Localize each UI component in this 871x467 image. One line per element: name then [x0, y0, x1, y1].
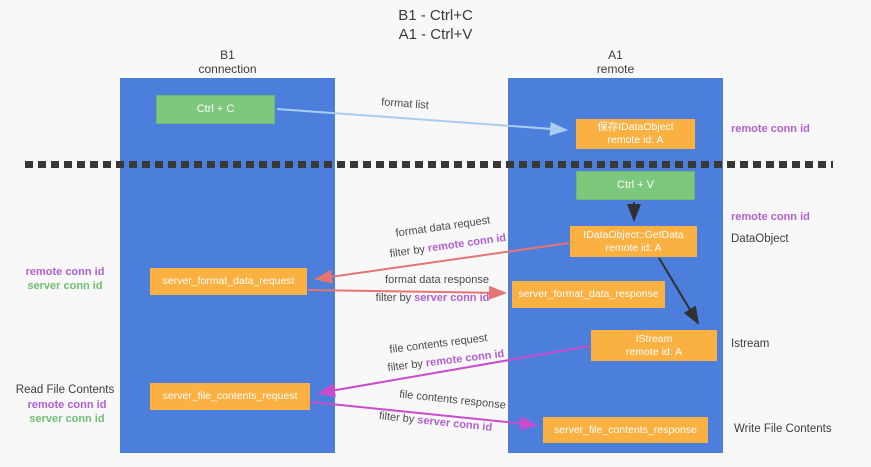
save-dataobject-line2: remote id: A [607, 134, 664, 146]
dataobject-label: DataObject [731, 233, 789, 245]
lane-header-b1: B1 connection [120, 48, 335, 76]
title-line-2: A1 - Ctrl+V [398, 26, 473, 43]
format-data-response-filter-label: filter by server conn id [370, 292, 495, 305]
lane-a1-name: A1 [608, 48, 623, 62]
server-file-contents-request-box: server_file_contents_request [150, 383, 310, 410]
server-conn-id-highlight: server conn id [416, 414, 493, 434]
read-file-contents-label: Read File Contents [15, 384, 115, 396]
remote-conn-id-highlight: remote conn id [427, 231, 507, 255]
left-conn-id-group-1: remote conn id server conn id [12, 265, 118, 293]
server-file-contents-request-label: server_file_contents_request [162, 390, 298, 402]
file-contents-response-label: file contents response [398, 388, 507, 412]
filter-prefix: filter by [388, 242, 429, 261]
filter-prefix: filter by [386, 357, 427, 375]
diagram-title: B1 - Ctrl+C A1 - Ctrl+V [0, 6, 871, 44]
istream-side-label: Istream [731, 338, 770, 350]
ctrl-v-label: Ctrl + V [617, 179, 654, 191]
lane-b1-name: B1 [220, 48, 235, 62]
istream-line1: IStream [635, 332, 673, 345]
lane-b1-sub: connection [198, 62, 257, 76]
title-line-1: B1 - Ctrl+C [398, 7, 473, 24]
getdata-box: IDataObject::GetData remote id: A [570, 226, 697, 257]
save-dataobject-box: 保存IDataObject remote id: A [576, 119, 695, 149]
remote-conn-id-label-mid: remote conn id [731, 211, 810, 223]
filter-prefix: filter by [375, 292, 415, 304]
getdata-line2: remote id: A [605, 241, 662, 254]
remote-conn-id-label-left-2: remote conn id [27, 399, 107, 411]
server-file-contents-response-box: server_file_contents_response [543, 417, 708, 443]
write-file-contents-label: Write File Contents [734, 423, 832, 435]
getdata-line1: IDataObject::GetData [583, 228, 684, 241]
remote-conn-id-label-top: remote conn id [731, 123, 810, 135]
ctrl-c-box: Ctrl + C [156, 95, 275, 124]
server-file-contents-response-label: server_file_contents_response [553, 423, 697, 436]
left-conn-id-group-2: remote conn id server conn id [12, 398, 122, 426]
server-format-data-request-label: server_format_data_request [162, 275, 295, 287]
server-conn-id-label-left-2: server conn id [29, 413, 105, 425]
server-format-data-request-box: server_format_data_request [150, 268, 307, 295]
server-conn-id-label-left-1: server conn id [27, 280, 103, 292]
ctrl-v-box: Ctrl + V [576, 171, 695, 200]
section-divider [25, 161, 833, 168]
filter-prefix: filter by [378, 410, 418, 427]
save-dataobject-line1: 保存IDataObject [597, 121, 674, 133]
istream-line2: remote id: A [625, 345, 683, 358]
server-conn-id-highlight: server conn id [414, 292, 490, 304]
ctrl-c-label: Ctrl + C [196, 103, 235, 115]
server-format-data-response-label: server_format_data_response [518, 288, 659, 300]
format-data-response-label: format data response [385, 274, 489, 286]
server-format-data-response-box: server_format_data_response [512, 281, 665, 308]
remote-conn-id-label-left-1: remote conn id [25, 266, 105, 278]
lane-header-a1: A1 remote [508, 48, 723, 76]
lane-a1-sub: remote [596, 62, 635, 76]
file-contents-response-filter-label: filter by server conn id [373, 410, 499, 436]
format-list-label: format list [380, 96, 430, 112]
istream-box: IStream remote id: A [591, 330, 717, 361]
